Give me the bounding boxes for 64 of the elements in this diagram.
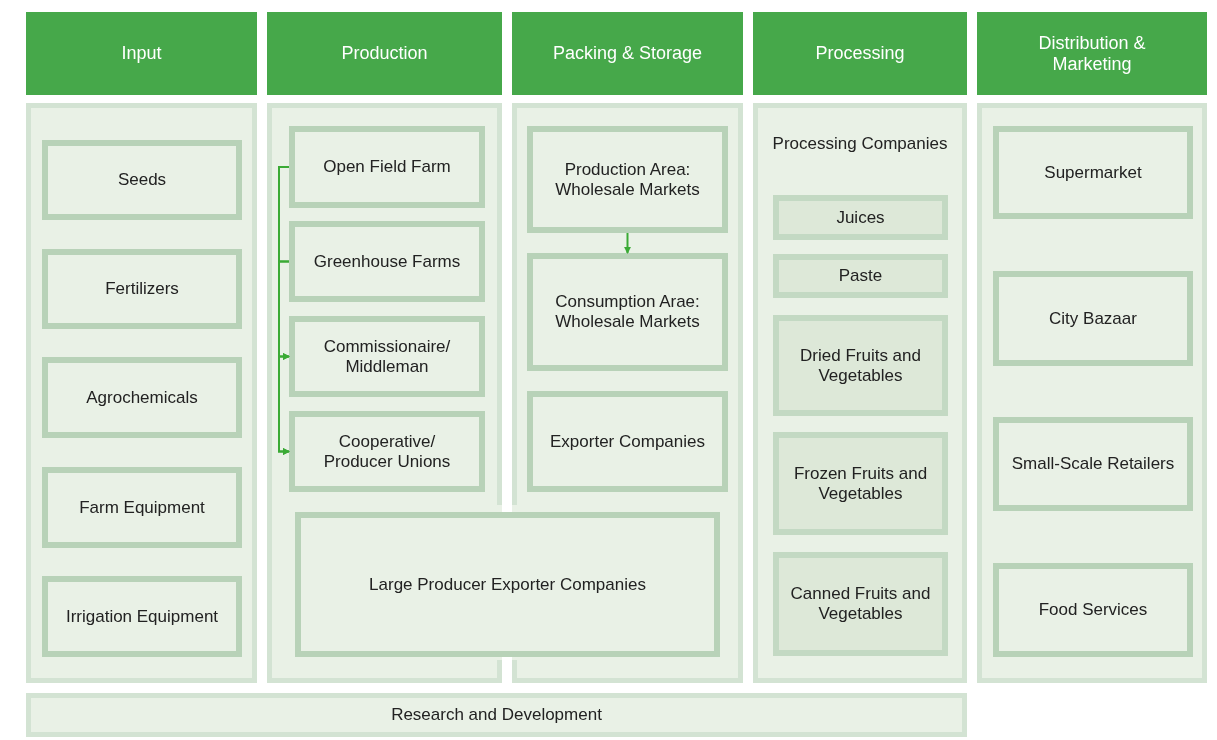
- column-panel: [26, 103, 257, 683]
- process-box: [993, 271, 1193, 366]
- process-box: [295, 512, 720, 657]
- box-label: Canned Fruits and Vegetables: [789, 584, 932, 624]
- column-panel: [512, 103, 743, 505]
- process-box: [993, 417, 1193, 511]
- process-box: [289, 221, 485, 302]
- product-box: [773, 432, 948, 535]
- box-label: Exporter Companies: [550, 431, 705, 452]
- process-box: [42, 140, 242, 220]
- box-label: Irrigation Equipment: [65, 606, 219, 627]
- column-header: [977, 12, 1207, 95]
- process-box: [993, 563, 1193, 657]
- box-label: Farm Equipment: [79, 497, 205, 518]
- box-label: City Bazaar: [1049, 308, 1137, 329]
- process-box: [42, 357, 242, 438]
- box-label: Seeds: [117, 170, 167, 190]
- box-label: Frozen Fruits and Vegetables: [792, 463, 929, 504]
- process-box: [26, 693, 967, 737]
- header-text: Input: [121, 43, 162, 64]
- process-box: [527, 253, 728, 371]
- process-box: [42, 467, 242, 548]
- process-box: [289, 316, 485, 397]
- box-label: Cooperative/ Producer Unions: [322, 431, 452, 472]
- header-text: Distribution & Marketing: [1037, 32, 1147, 75]
- arrow: [278, 260, 290, 455]
- column-header: [753, 12, 967, 95]
- box-label: Paste: [838, 266, 883, 286]
- product-box: [773, 195, 948, 240]
- process-box: [42, 249, 242, 329]
- process-box: [289, 411, 485, 492]
- box-label: Dried Fruits and Vegetables: [799, 345, 922, 386]
- panel-heading: Processing Companies: [772, 134, 948, 154]
- header-text: Production: [341, 43, 428, 64]
- process-box: [42, 576, 242, 657]
- box-label: Open Field Farm: [323, 157, 451, 177]
- column-header: [512, 12, 743, 95]
- box-label: Greenhouse Farms: [313, 251, 461, 272]
- product-box: [773, 552, 948, 656]
- arrow: [624, 232, 631, 254]
- box-label: Food Services: [1038, 600, 1148, 620]
- process-box: [289, 126, 485, 208]
- column-header: [26, 12, 257, 95]
- process-box: [527, 391, 728, 492]
- process-box: [993, 126, 1193, 219]
- box-label: Consumption Arae: Wholesale Markets: [554, 292, 701, 332]
- box-label: Juices: [836, 207, 885, 228]
- product-box: [773, 254, 948, 298]
- box-label: Small-Scale Retailers: [1011, 454, 1175, 474]
- box-label: Supermarket: [1044, 162, 1142, 183]
- column-panel: [267, 103, 502, 505]
- box-label: Large Producer Exporter Companies: [369, 574, 646, 595]
- header-text: Processing: [815, 43, 905, 64]
- column-header: [267, 12, 502, 95]
- column-panel: [753, 103, 967, 683]
- product-box: [773, 315, 948, 416]
- box-label: Production Area: Wholesale Markets: [554, 159, 701, 200]
- box-label: Research and Development: [391, 705, 602, 725]
- column-panel: [977, 103, 1207, 683]
- process-box: [527, 126, 728, 233]
- box-label: Commissionaire/ Middleman: [322, 336, 452, 377]
- box-label: Agrochemicals: [86, 387, 198, 408]
- box-label: Fertilizers: [105, 279, 179, 299]
- header-text: Packing & Storage: [552, 43, 703, 64]
